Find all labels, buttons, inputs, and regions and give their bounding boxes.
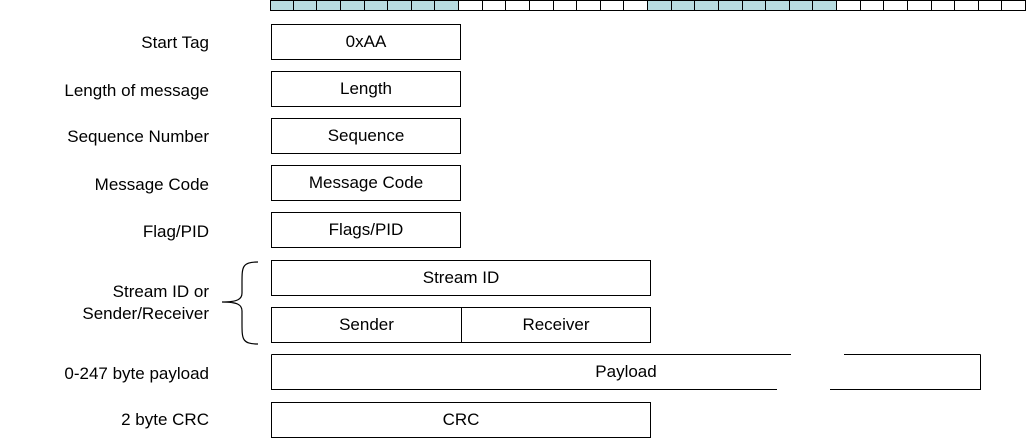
bit-cell xyxy=(482,0,507,11)
bit-cell xyxy=(459,0,483,11)
bit-cell xyxy=(553,0,578,11)
bit-cell xyxy=(388,0,412,11)
bit-cell xyxy=(293,0,318,11)
bit-cell xyxy=(600,0,625,11)
bit-ruler xyxy=(270,0,1026,12)
bit-cell xyxy=(907,0,932,11)
bit-cell xyxy=(577,0,601,11)
bit-cell xyxy=(624,0,648,11)
message-code-field: Message Code xyxy=(271,165,461,201)
sender-field: Sender xyxy=(271,307,462,343)
bit-cell xyxy=(884,0,908,11)
length-field: Length xyxy=(271,71,461,107)
stream-label-line2: Sender/Receiver xyxy=(82,304,209,323)
bit-cell xyxy=(506,0,530,11)
bit-cell xyxy=(317,0,341,11)
receiver-field: Receiver xyxy=(461,307,651,343)
bit-cell xyxy=(1002,0,1026,11)
bit-cell xyxy=(529,0,554,11)
start-tag-field: 0xAA xyxy=(271,24,461,60)
bit-cell xyxy=(837,0,861,11)
crc-label: 2 byte CRC xyxy=(121,410,209,429)
bit-cell xyxy=(978,0,1003,11)
curly-brace-icon xyxy=(221,261,259,345)
bit-cell xyxy=(766,0,790,11)
stream-label-line1: Stream ID or xyxy=(112,282,209,301)
stream-id-field: Stream ID xyxy=(271,260,651,296)
bit-cell xyxy=(435,0,459,11)
flags-label: Flag/PID xyxy=(142,222,209,241)
bit-cell xyxy=(671,0,696,11)
sequence-label: Sequence Number xyxy=(67,127,209,146)
bit-cell xyxy=(364,0,389,11)
bit-cell xyxy=(340,0,365,11)
bit-cell xyxy=(648,0,672,11)
bit-cell xyxy=(955,0,979,11)
payload-label: 0-247 byte payload xyxy=(64,364,209,383)
payload-field: Payload xyxy=(271,354,981,391)
payload-outline xyxy=(271,354,981,390)
sequence-field: Sequence xyxy=(271,118,461,154)
bit-cell xyxy=(270,0,294,11)
payload-text: Payload xyxy=(595,362,657,381)
flags-field: Flags/PID xyxy=(271,212,461,248)
bit-cell xyxy=(411,0,436,11)
length-label: Length of message xyxy=(64,81,209,100)
crc-field: CRC xyxy=(271,402,651,438)
message-code-label: Message Code xyxy=(94,175,209,194)
start-tag-label: Start Tag xyxy=(141,33,209,52)
bit-cell xyxy=(813,0,837,11)
bit-cell xyxy=(860,0,885,11)
bit-cell xyxy=(718,0,743,11)
bit-cell xyxy=(931,0,956,11)
bit-cell xyxy=(789,0,814,11)
bit-cell xyxy=(695,0,719,11)
bit-cell xyxy=(742,0,767,11)
